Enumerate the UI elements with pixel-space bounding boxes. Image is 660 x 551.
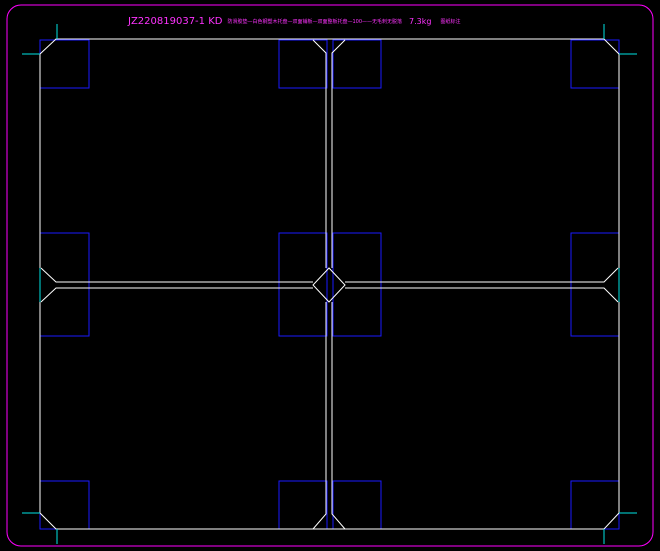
drawing-border — [6, 4, 654, 547]
drawing-description: 防滑胶垫—白色钢塑木托盘—双面铺板—双面整板托盘—100——无毛刺无脱落 — [227, 18, 403, 25]
vertical-runner — [312, 39, 346, 530]
drawing-weight: 7.3kg — [409, 16, 432, 26]
center-block — [312, 267, 346, 303]
pad-top-center-right — [332, 39, 382, 89]
horizontal-runner — [40, 267, 619, 303]
pad-top-center-left — [278, 39, 328, 89]
drawing-note: 图纸标注 — [440, 18, 461, 25]
pad-mid-center-right — [332, 232, 382, 337]
drawing-title: JZ220819037-1 KD 防滑胶垫—白色钢塑木托盘—双面铺板—双面整板托盘… — [128, 14, 460, 28]
corner-ticks — [22, 24, 637, 544]
pad-mid-center-left — [278, 232, 328, 337]
drawing-code: JZ220819037-1 KD — [128, 15, 223, 27]
